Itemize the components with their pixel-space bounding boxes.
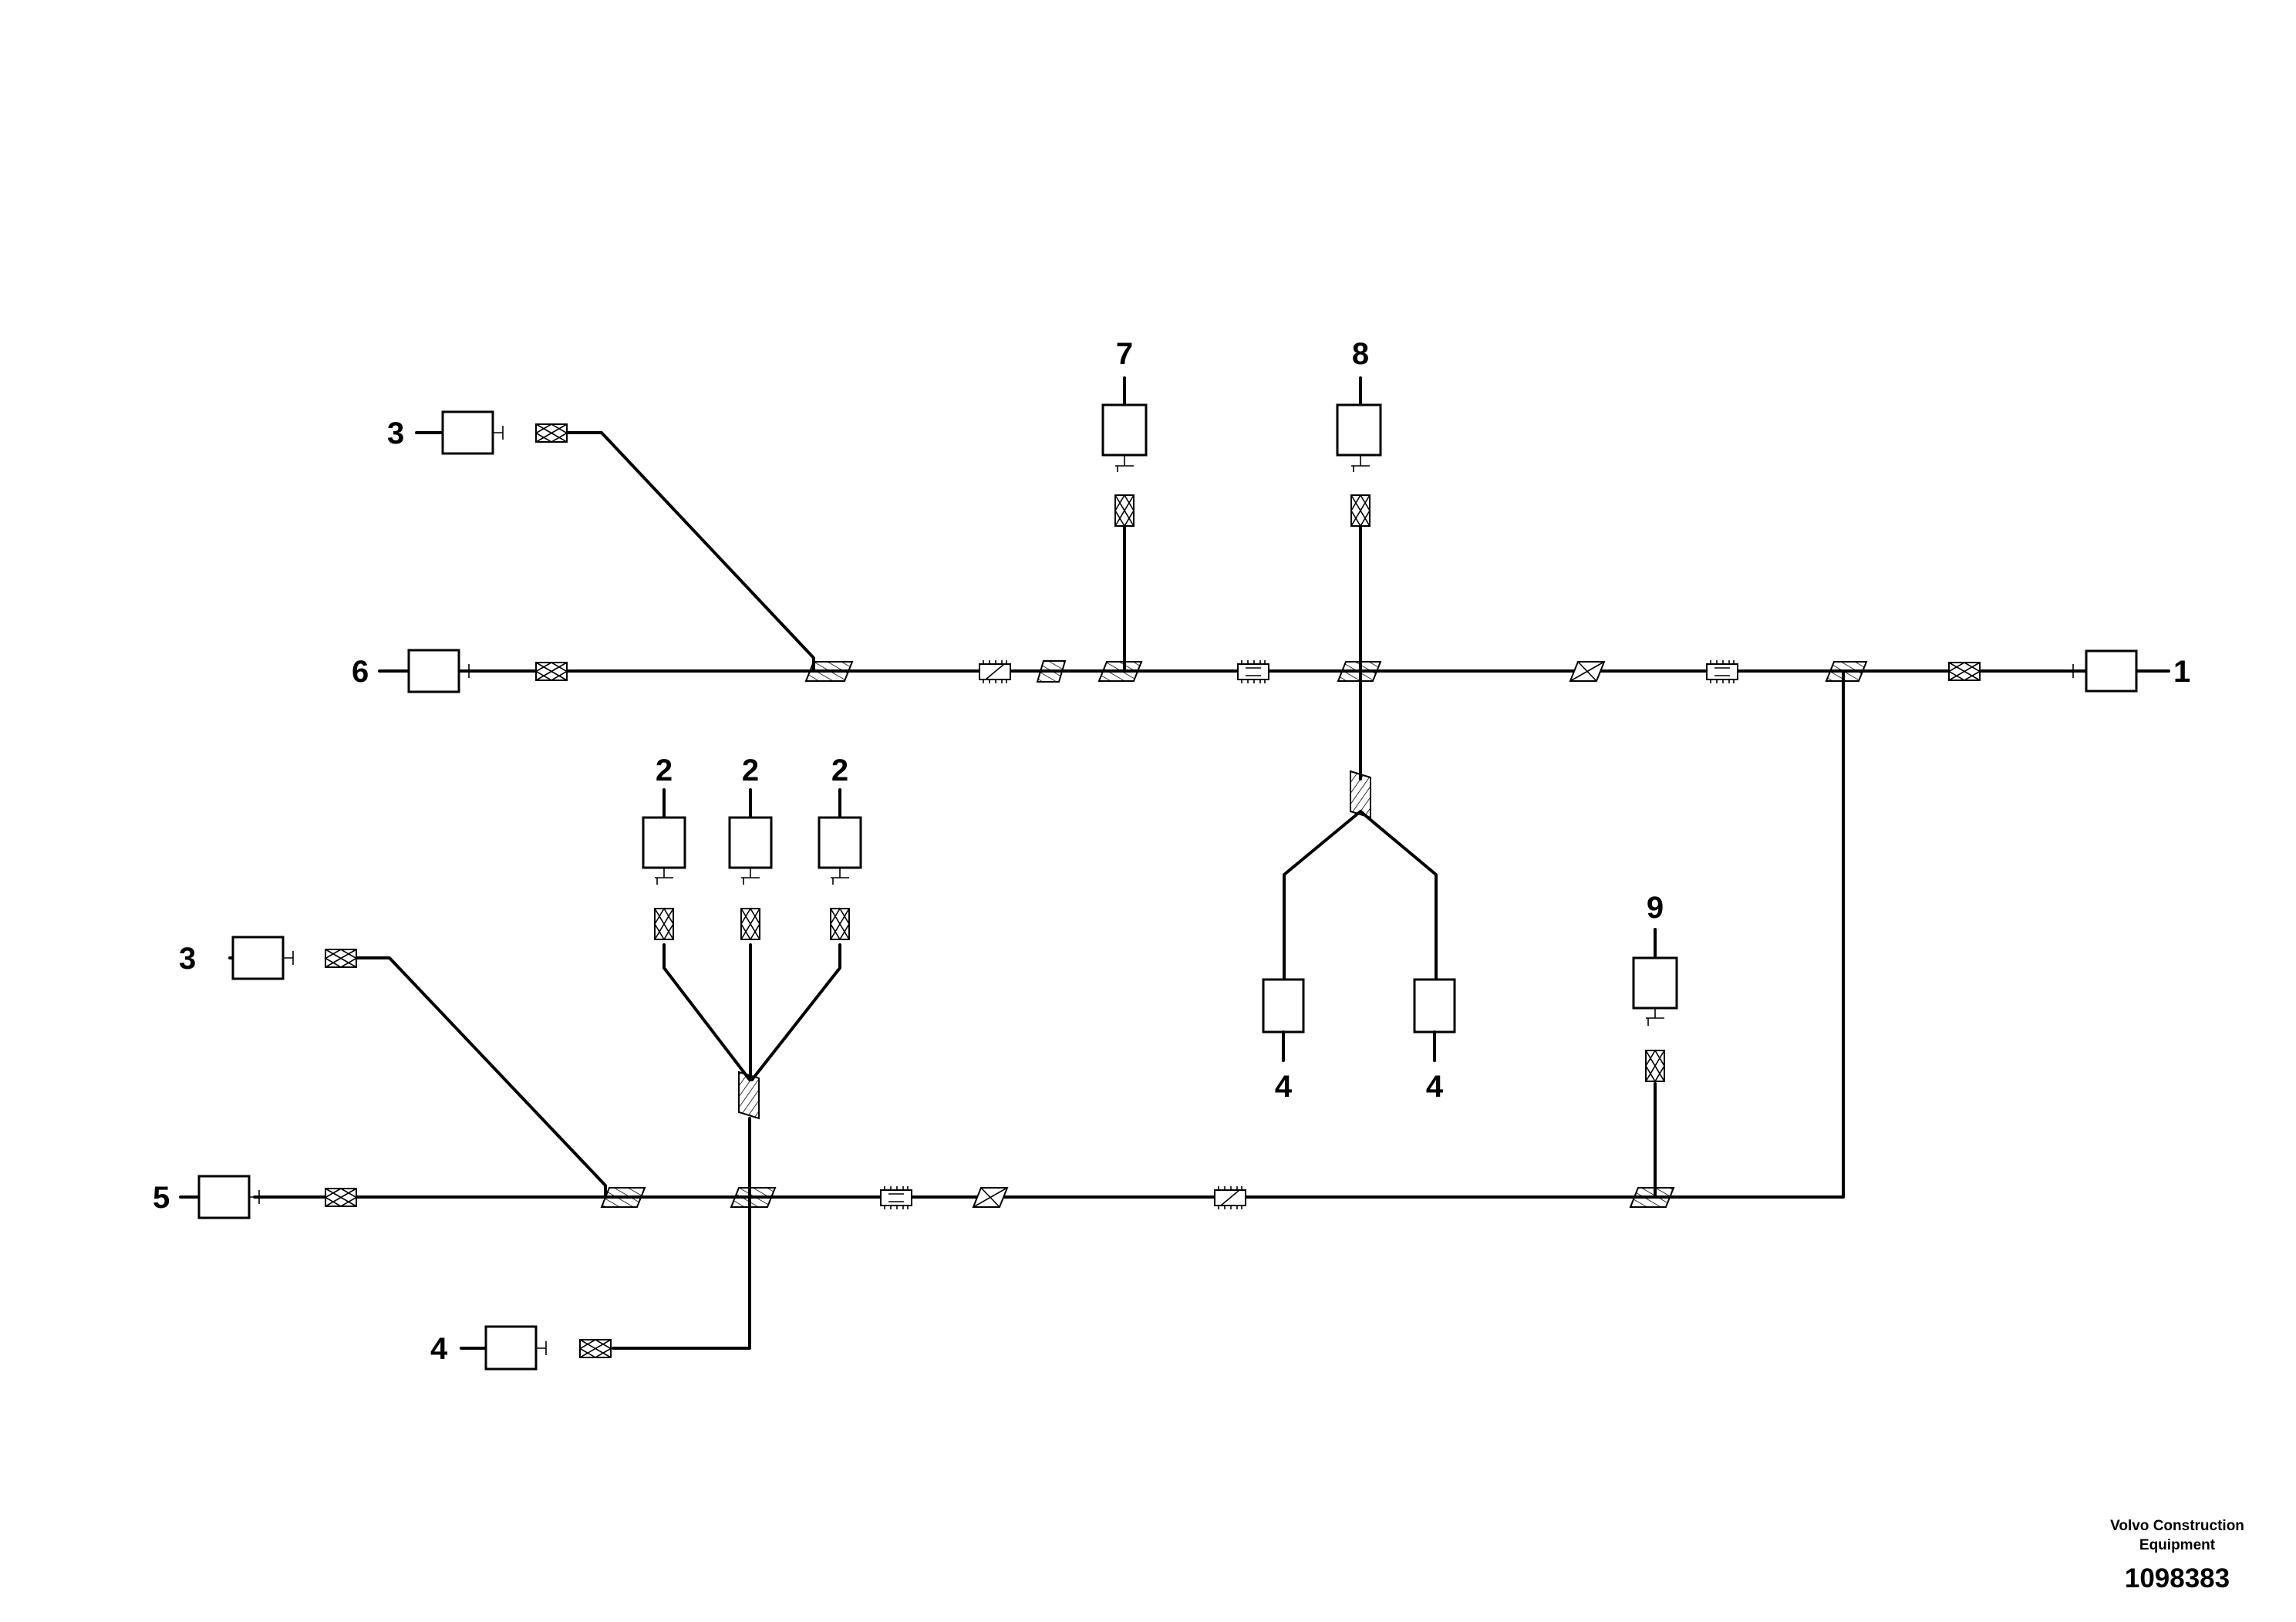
wire-fork-4 xyxy=(1283,810,1438,985)
grommet-symbol xyxy=(1706,660,1738,683)
callout-8: 8 xyxy=(1352,337,1369,371)
callout-6: 6 xyxy=(352,655,369,689)
callout-2-middle: 2 xyxy=(742,754,759,787)
wire-fan-2 xyxy=(663,943,841,1081)
callout-3-upper: 3 xyxy=(387,416,404,450)
connector-4-bottom[interactable] xyxy=(460,1325,612,1371)
connector-5[interactable] xyxy=(179,1175,358,1219)
connector-3-lower[interactable] xyxy=(228,936,358,980)
connector-9[interactable] xyxy=(1632,928,1678,1083)
splice-junction xyxy=(804,661,854,682)
connector-8[interactable] xyxy=(1336,376,1382,528)
connector-7[interactable] xyxy=(1101,376,1148,528)
connector-6[interactable] xyxy=(378,649,568,693)
grommet-symbol xyxy=(979,660,1011,683)
connector-3-upper[interactable] xyxy=(415,410,568,455)
splice-junction xyxy=(1097,661,1143,682)
callout-4-bottom: 4 xyxy=(430,1332,448,1366)
grommet-symbol xyxy=(880,1186,912,1209)
connector-2-right[interactable] xyxy=(818,788,862,941)
connector-4-fork-right[interactable] xyxy=(1413,978,1456,1062)
splice-symbols xyxy=(600,660,1868,1209)
splice-fork xyxy=(738,1071,760,1120)
splice-junction xyxy=(730,1187,777,1208)
sleeve-diagonal xyxy=(972,1187,1009,1208)
callout-3-lower: 3 xyxy=(179,942,196,976)
footer: Volvo Construction Equipment 1098383 xyxy=(2110,1518,2244,1593)
callout-2-left: 2 xyxy=(656,754,673,787)
callout-1: 1 xyxy=(2173,655,2190,689)
brand-line-2: Equipment xyxy=(2139,1537,2216,1553)
connector-1[interactable] xyxy=(1947,649,2170,693)
callout-2-right: 2 xyxy=(831,754,848,787)
wire-3-lower xyxy=(355,956,607,1199)
grommet-symbol xyxy=(1237,660,1269,683)
wire-4-bottom xyxy=(612,1195,751,1350)
connector-4-fork-left[interactable] xyxy=(1262,978,1305,1062)
callout-9: 9 xyxy=(1647,891,1664,925)
wires xyxy=(253,431,2092,1350)
sleeve-narrow xyxy=(1036,660,1067,683)
document-number: 1098383 xyxy=(2125,1563,2230,1593)
splice-junction xyxy=(600,1187,646,1208)
sleeve-diagonal xyxy=(1569,661,1606,682)
wire-right-drop xyxy=(1649,669,1845,1199)
callouts: 1 6 3 7 8 2 2 2 3 5 4 4 4 9 xyxy=(153,337,2190,1366)
callout-4-fork-right: 4 xyxy=(1426,1070,1444,1104)
connector-2-middle[interactable] xyxy=(728,788,773,941)
splice-junction xyxy=(1825,661,1868,682)
grommet-symbol xyxy=(1214,1186,1246,1209)
callout-4-fork-left: 4 xyxy=(1275,1070,1293,1104)
callout-5: 5 xyxy=(153,1181,170,1215)
wire-3-upper xyxy=(565,431,815,673)
splice-junction xyxy=(1337,661,1382,682)
splice-junction xyxy=(1629,1187,1675,1208)
callout-7: 7 xyxy=(1116,337,1133,371)
splice-fork xyxy=(1350,770,1371,819)
connector-2-left[interactable] xyxy=(642,788,686,941)
brand-line-1: Volvo Construction xyxy=(2110,1518,2244,1534)
